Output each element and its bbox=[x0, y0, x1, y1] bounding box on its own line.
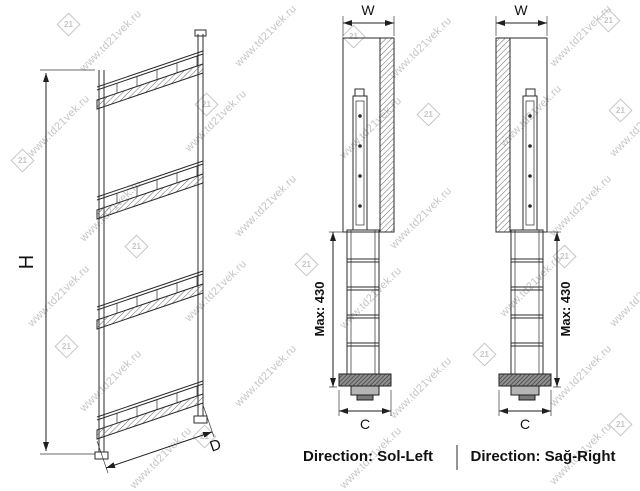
max-depth-label-left: Max: 430 bbox=[312, 282, 327, 337]
clearance-label-right: C bbox=[520, 416, 530, 432]
dimension-clearance-right: C bbox=[498, 390, 552, 432]
dimension-width-right: W bbox=[495, 2, 548, 36]
dimension-height: H bbox=[16, 69, 95, 455]
drawing-svg: H D bbox=[16, 2, 616, 474]
dimension-width-left: W bbox=[342, 2, 395, 36]
cabinet-panel-right bbox=[495, 37, 548, 233]
caption-direction-left: Direction: Sol-Left bbox=[303, 448, 433, 465]
basket-stack-left bbox=[346, 229, 380, 375]
dimension-max-left: Max: 430 bbox=[312, 231, 345, 388]
base-plate-right bbox=[498, 373, 552, 401]
height-dimension-label: H bbox=[16, 255, 38, 269]
clearance-label-left: C bbox=[360, 416, 370, 432]
width-dimension-label-right: W bbox=[514, 2, 528, 18]
cabinet-panel-left bbox=[342, 37, 395, 233]
shelf-1 bbox=[96, 50, 204, 110]
dimension-clearance-left: C bbox=[338, 390, 392, 432]
front-view: H D bbox=[16, 29, 224, 474]
shelf-3 bbox=[96, 270, 204, 330]
depth-dimension-label: D bbox=[208, 436, 224, 456]
caption-direction-right: Direction: Sağ-Right bbox=[471, 448, 616, 465]
base-plate-left bbox=[338, 373, 392, 401]
side-view-right: W Max: 430 C bbox=[495, 2, 573, 432]
telescopic-rail-right bbox=[522, 88, 538, 231]
telescopic-rail-left bbox=[352, 88, 368, 231]
width-dimension-label-left: W bbox=[361, 2, 375, 18]
side-view-left: W Max: 430 C bbox=[312, 2, 395, 432]
shelf-4 bbox=[96, 380, 204, 440]
basket-stack-right bbox=[510, 229, 544, 375]
shelf-2 bbox=[96, 160, 204, 220]
dimension-max-right: Max: 430 bbox=[545, 231, 573, 388]
max-depth-label-right: Max: 430 bbox=[558, 282, 573, 337]
frame-posts bbox=[94, 29, 208, 460]
